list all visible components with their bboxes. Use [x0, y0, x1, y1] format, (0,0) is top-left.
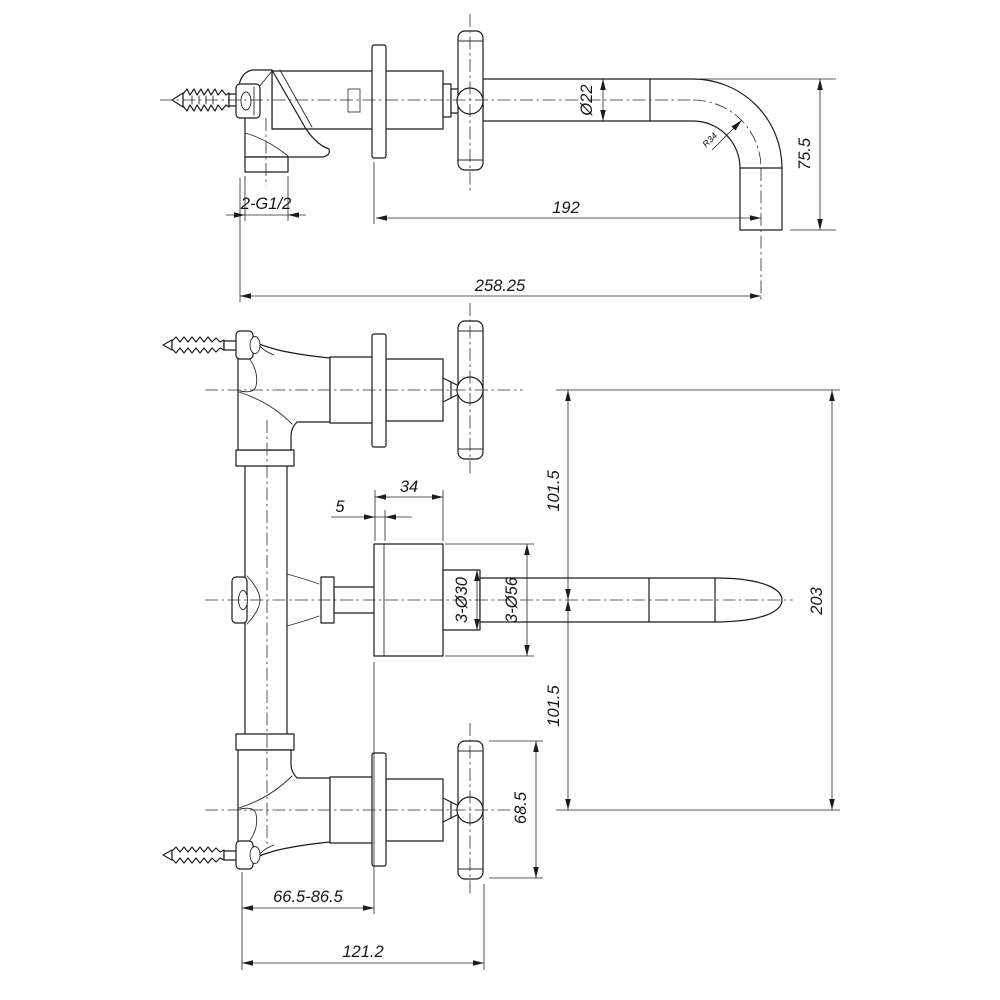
centerlines-side — [160, 14, 762, 303]
wall-flange-side — [371, 44, 387, 159]
front-view: 34 5 3-Ø30 3-Ø56 101.5 — [162, 303, 840, 970]
dim-bore-small: 3-Ø30 — [453, 576, 471, 623]
dim-overall-projection: 258.25 — [474, 277, 526, 295]
dim-plate-offset: 5 — [335, 498, 345, 516]
dim-handle-length: 68.5 — [512, 791, 530, 824]
dim-inlet-thread: 2-G1/2 — [240, 195, 291, 213]
dimensions-side: Ø22 R34 75.5 192 258.25 — [226, 78, 836, 302]
side-view: Ø22 R34 75.5 192 258.25 — [160, 14, 836, 303]
dim-spout-projection: 192 — [552, 199, 580, 217]
dim-spout-height: 75.5 — [796, 137, 814, 170]
pipe-union-upper — [235, 449, 295, 467]
spout-tube — [479, 577, 783, 623]
wall-screw-upper-icon — [162, 336, 239, 354]
wall-screw-lower-icon — [162, 846, 239, 864]
dim-bend-radius: R34 — [701, 131, 720, 150]
wall-flange-lower — [371, 752, 387, 867]
dim-lower-pitch: 101.5 — [545, 685, 563, 727]
dim-spout-diameter: Ø22 — [578, 84, 596, 116]
dimensions-front: 34 5 3-Ø30 3-Ø56 101.5 — [241, 389, 840, 970]
inlet-port — [244, 156, 289, 173]
spout-pipe — [482, 78, 783, 231]
pipe-union-lower — [235, 733, 295, 751]
dim-overall-height: 203 — [808, 586, 826, 615]
dim-upper-pitch: 101.5 — [545, 470, 563, 512]
cross-handle-side — [442, 30, 484, 171]
valve-body-side — [235, 69, 444, 173]
dim-bore-large: 3-Ø56 — [503, 576, 521, 623]
dim-escutcheon-depth: 34 — [400, 478, 418, 496]
wall-flange-upper — [371, 333, 387, 448]
dim-overall-depth: 121.2 — [342, 943, 383, 961]
centerlines-front — [205, 303, 793, 897]
dim-depth-range: 66.5-86.5 — [273, 888, 344, 906]
